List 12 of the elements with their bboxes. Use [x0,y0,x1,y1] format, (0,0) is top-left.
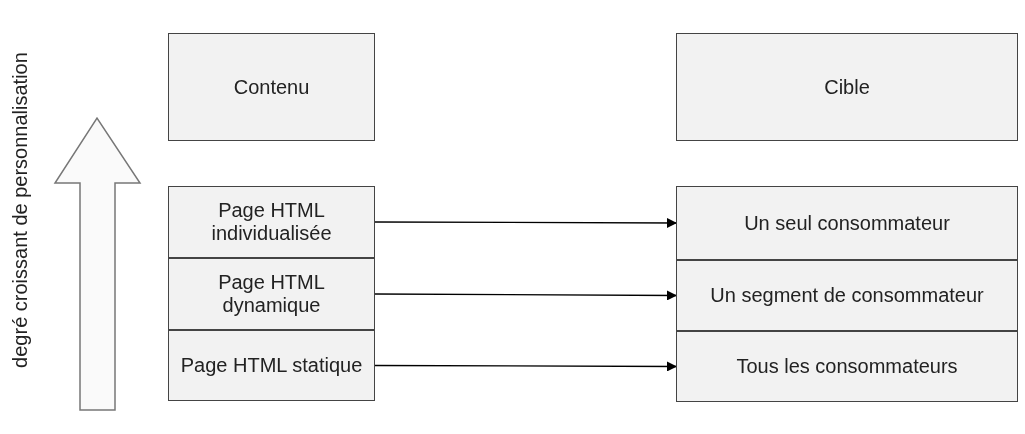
arrow [374,361,677,372]
process-box: Tous les consommateurs [676,331,1018,402]
process-box: Page HTML dynamique [168,258,375,330]
arrow [374,290,677,301]
process-box: Page HTML individualisée [168,186,375,258]
header-box: Cible [676,33,1018,141]
axis-label: degré croissant de personnalisation [8,52,32,368]
process-box: Un seul consommateur [676,186,1018,260]
header-box: Contenu [168,33,375,141]
process-box: Un segment de consommateur [676,260,1018,331]
process-box: Page HTML statique [168,330,375,401]
arrow [374,217,677,228]
